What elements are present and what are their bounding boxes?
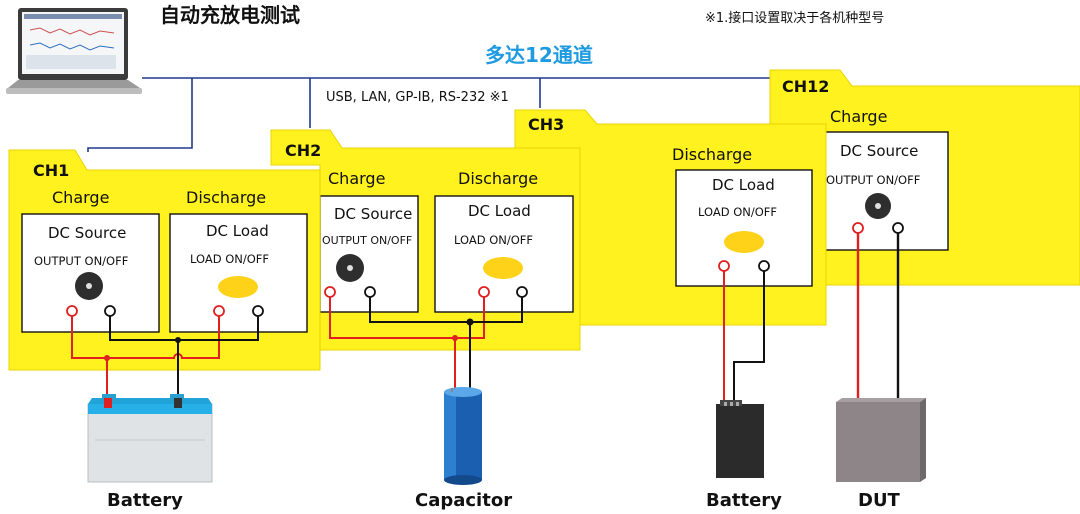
ch1-load-sub: LOAD ON/OFF: [190, 252, 269, 266]
ch1-source-sub: OUTPUT ON/OFF: [34, 254, 128, 268]
battery-icon: [87, 394, 213, 483]
capacitor-label: Capacitor: [415, 490, 512, 511]
ch3-load-sub: LOAD ON/OFF: [698, 205, 777, 219]
ch2-source-sub: OUTPUT ON/OFF: [322, 234, 412, 247]
laptop-icon: [6, 8, 142, 94]
ch1-source-red-terminal: [66, 305, 78, 317]
ch1-discharge-label: Discharge: [186, 188, 266, 207]
ch2-label: CH2: [285, 141, 321, 160]
channel-ch2: CH2 Charge Discharge DC Source OUTPUT ON…: [270, 129, 581, 351]
ch12-source-sub: OUTPUT ON/OFF: [826, 173, 920, 187]
ch12-source-title: DC Source: [840, 142, 918, 160]
capacitor-icon: [444, 387, 482, 485]
ch2-dc-source-box: [319, 195, 419, 313]
channels-caption: 多达12通道: [485, 43, 593, 67]
ch12-charge-label: Charge: [830, 107, 887, 126]
ch3-label: CH3: [528, 115, 564, 134]
channel-ch3: CH3 Discharge DC Load LOAD ON/OFF: [514, 109, 827, 326]
ch2-load-black-terminal: [516, 286, 528, 298]
wiring-ch12: [856, 233, 900, 402]
ch1-load-title: DC Load: [206, 222, 269, 240]
ch1-load-red-terminal: [213, 305, 225, 317]
ch3-load-title: DC Load: [712, 176, 775, 194]
ch1-label: CH1: [33, 161, 69, 180]
ch1-charge-label: Charge: [52, 188, 109, 207]
ch2-source-red-terminal: [324, 286, 336, 298]
ch3-dc-load-box: [675, 169, 813, 287]
page-title: 自动充放电测试: [160, 3, 300, 27]
ch12-red-terminal: [852, 222, 864, 234]
ch1-dc-load-box: [169, 213, 308, 333]
ch2-load-title: DC Load: [468, 202, 531, 220]
bus-lines: [87, 77, 770, 152]
ch2-charge-label: Charge: [328, 169, 385, 188]
ch1-source-title: DC Source: [48, 224, 126, 242]
wiring-ch3: [723, 271, 765, 402]
ch1-load-black-terminal: [252, 305, 264, 317]
interface-note: ※1.接口设置取决于各机种型号: [705, 10, 884, 26]
ch2-source-title: DC Source: [334, 205, 412, 223]
ch12-black-terminal: [892, 222, 904, 234]
dut-box-icon: [836, 398, 926, 482]
ch2-load-red-terminal: [478, 286, 490, 298]
ch2-load-lamp: [483, 257, 523, 279]
ch2-load-sub: LOAD ON/OFF: [454, 233, 533, 247]
ch2-dc-load-box: [434, 195, 574, 313]
battery1-label: Battery: [107, 490, 183, 511]
dut-label: DUT: [858, 490, 901, 511]
wiring-ch2: [329, 297, 523, 388]
ch12-label: CH12: [782, 77, 829, 96]
ch2-source-black-terminal: [364, 286, 376, 298]
ch3-discharge-label: Discharge: [672, 145, 752, 164]
ch3-black-terminal: [758, 260, 770, 272]
ch1-load-lamp: [218, 276, 258, 298]
ch1-source-black-terminal: [104, 305, 116, 317]
battery-pack-icon: [716, 400, 764, 478]
ch3-load-lamp: [724, 231, 764, 253]
battery2-label: Battery: [706, 490, 782, 511]
channel-ch1: CH1 Charge Discharge DC Source OUTPUT ON…: [8, 149, 321, 371]
interface-label: USB, LAN, GP-IB, RS-232 ※1: [326, 90, 509, 105]
ch3-red-terminal: [718, 260, 730, 272]
ch2-discharge-label: Discharge: [458, 169, 538, 188]
channel-ch12: CH12 Charge DC Source OUTPUT ON/OFF: [769, 69, 1080, 286]
wiring-ch1: [71, 316, 259, 404]
